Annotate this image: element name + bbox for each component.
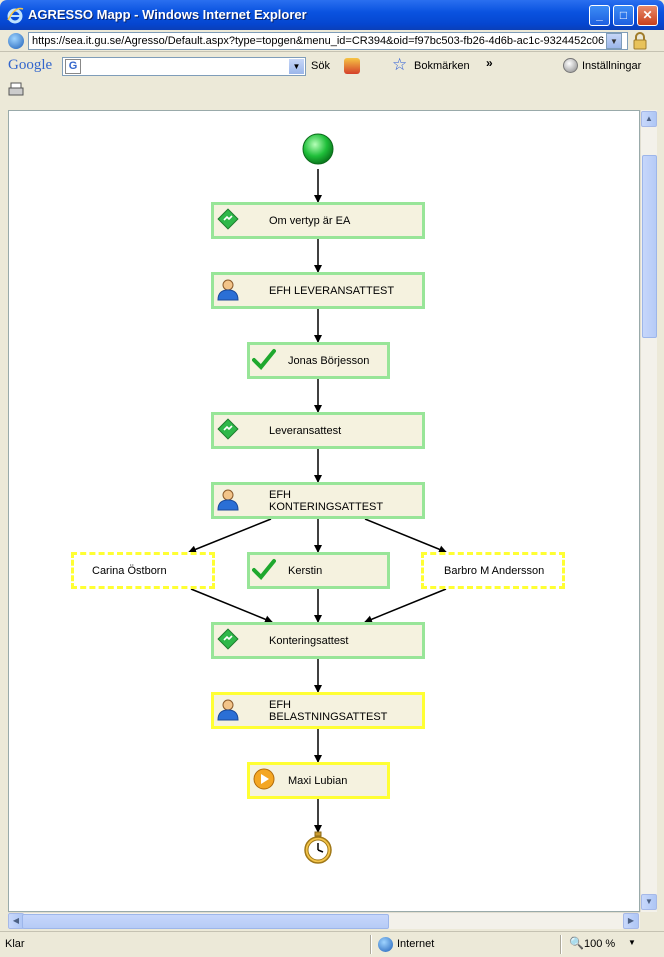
settings-menu[interactable]: Inställningar <box>582 60 642 72</box>
google-search-dropdown[interactable]: ▼ <box>289 59 304 74</box>
pagerank-icon[interactable] <box>344 58 360 74</box>
settings-wrench-icon[interactable] <box>563 58 578 73</box>
horizontal-scroll-thumb[interactable] <box>22 914 389 929</box>
horizontal-scrollbar[interactable]: ◀ ▶ <box>8 912 640 929</box>
print-icon[interactable] <box>8 82 26 98</box>
status-divider <box>370 935 372 954</box>
workflow-node-approved[interactable]: Kerstin <box>247 552 390 589</box>
close-button[interactable]: ✕ <box>637 5 658 26</box>
vertical-scrollbar[interactable]: ▲ ▼ <box>640 110 657 912</box>
node-label: EFH BELASTNINGSATTEST <box>269 698 388 723</box>
node-label: Maxi Lubian <box>288 774 348 787</box>
condition-diamond-icon <box>217 628 239 650</box>
connector <box>364 518 447 554</box>
condition-diamond-icon <box>217 418 239 440</box>
status-text: Klar <box>5 938 25 950</box>
secondary-toolbar <box>0 79 664 101</box>
star-icon[interactable]: ☆ <box>392 55 408 74</box>
node-label: Jonas Börjesson <box>288 354 370 367</box>
workflow-node-condition[interactable]: Konteringsattest <box>211 622 425 659</box>
zoom-magnifier-icon[interactable]: 🔍 <box>569 936 584 950</box>
maximize-button[interactable]: □ <box>613 5 634 26</box>
workflow-node-role[interactable]: EFH KONTERINGSATTEST <box>211 482 425 519</box>
connector <box>190 588 273 624</box>
node-label: Barbro M Andersson <box>444 564 545 577</box>
internet-zone-icon <box>378 937 393 952</box>
workflow-node-condition[interactable]: Leveransattest <box>211 412 425 449</box>
security-zone: Internet <box>397 938 435 950</box>
workflow-node-approved[interactable]: Jonas Börjesson <box>247 342 390 379</box>
node-label: Om vertyp är EA <box>269 214 351 227</box>
google-search-input[interactable]: G ▼ <box>62 57 306 76</box>
checkmark-icon <box>252 349 276 370</box>
minimize-button[interactable]: _ <box>589 5 610 26</box>
stopwatch-icon <box>304 831 332 864</box>
scroll-up-button[interactable]: ▲ <box>641 111 657 127</box>
window-title: AGRESSO Mapp - Windows Internet Explorer <box>28 7 307 22</box>
search-button[interactable]: Sök <box>311 60 330 72</box>
connector <box>188 518 272 554</box>
scroll-right-button[interactable]: ▶ <box>623 913 639 929</box>
node-label: Leveransattest <box>269 424 342 437</box>
zoom-dropdown-icon[interactable]: ▼ <box>628 938 636 947</box>
vertical-scroll-thumb[interactable] <box>642 155 657 338</box>
workflow-node-pending[interactable]: Carina Östborn <box>71 552 215 589</box>
node-label: Carina Östborn <box>92 564 167 577</box>
workflow-node-role[interactable]: EFH LEVERANSATTEST <box>211 272 425 309</box>
connector-layer <box>188 169 447 833</box>
user-icon <box>217 489 239 511</box>
workflow-node-role-active[interactable]: EFH BELASTNINGSATTEST <box>211 692 425 729</box>
google-g-icon[interactable]: G <box>65 59 81 74</box>
scroll-down-button[interactable]: ▼ <box>641 894 657 910</box>
internet-explorer-icon <box>7 7 24 24</box>
url-field[interactable]: https://sea.it.gu.se/Agresso/Default.asp… <box>28 32 628 50</box>
node-label: EFH LEVERANSATTEST <box>269 284 395 297</box>
address-dropdown-button[interactable]: ▼ <box>606 33 622 49</box>
lock-icon[interactable] <box>632 32 648 50</box>
condition-diamond-icon <box>217 208 239 230</box>
workflow-node-condition[interactable]: Om vertyp är EA <box>211 202 425 239</box>
google-toolbar: Google G ▼ Sök ☆ Bokmärken » Inställning… <box>0 53 664 79</box>
more-chevron[interactable]: » <box>486 56 493 70</box>
start-node-icon <box>302 133 334 165</box>
user-icon <box>217 279 239 301</box>
zoom-level[interactable]: 100 % <box>584 938 616 950</box>
node-label: EFH KONTERINGSATTEST <box>269 488 384 513</box>
workflow-canvas: Om vertyp är EA EFH LEVERANSATTEST Jonas… <box>8 110 640 912</box>
bookmarks-menu[interactable]: Bokmärken <box>414 60 470 72</box>
page-globe-icon <box>8 33 24 49</box>
address-bar: https://sea.it.gu.se/Agresso/Default.asp… <box>0 30 664 52</box>
connector <box>364 588 447 624</box>
workflow-node-in-progress[interactable]: Maxi Lubian <box>247 762 390 799</box>
node-label: Kerstin <box>288 564 323 577</box>
play-circle-icon <box>253 768 275 790</box>
title-bar: AGRESSO Mapp - Windows Internet Explorer… <box>0 0 664 30</box>
user-icon <box>217 699 239 721</box>
status-divider <box>560 935 562 954</box>
workflow-node-pending[interactable]: Barbro M Andersson <box>421 552 565 589</box>
node-label: Konteringsattest <box>269 634 349 647</box>
google-logo: Google <box>8 57 53 73</box>
status-bar: Klar Internet 🔍 100 % ▼ <box>0 931 664 957</box>
checkmark-icon <box>252 559 276 580</box>
